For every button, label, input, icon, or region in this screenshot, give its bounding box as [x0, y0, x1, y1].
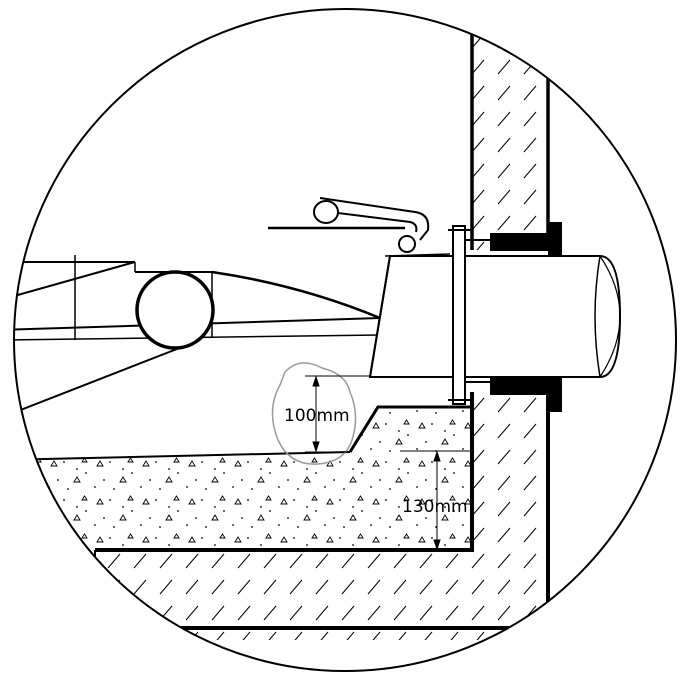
wall-seals [490, 222, 562, 412]
dimension-130-label: 130mm [402, 497, 468, 517]
distant-pipe [135, 270, 215, 350]
detail-callout-bubble [271, 362, 357, 465]
dimension-130 [400, 450, 470, 551]
flange [448, 225, 490, 405]
main-pipe [368, 253, 622, 378]
dimension-100-label: 100mm [284, 406, 350, 426]
lever-handle [268, 197, 430, 253]
detail-circle [13, 8, 677, 672]
concrete-slab [14, 405, 472, 550]
dimension-100 [305, 375, 370, 453]
